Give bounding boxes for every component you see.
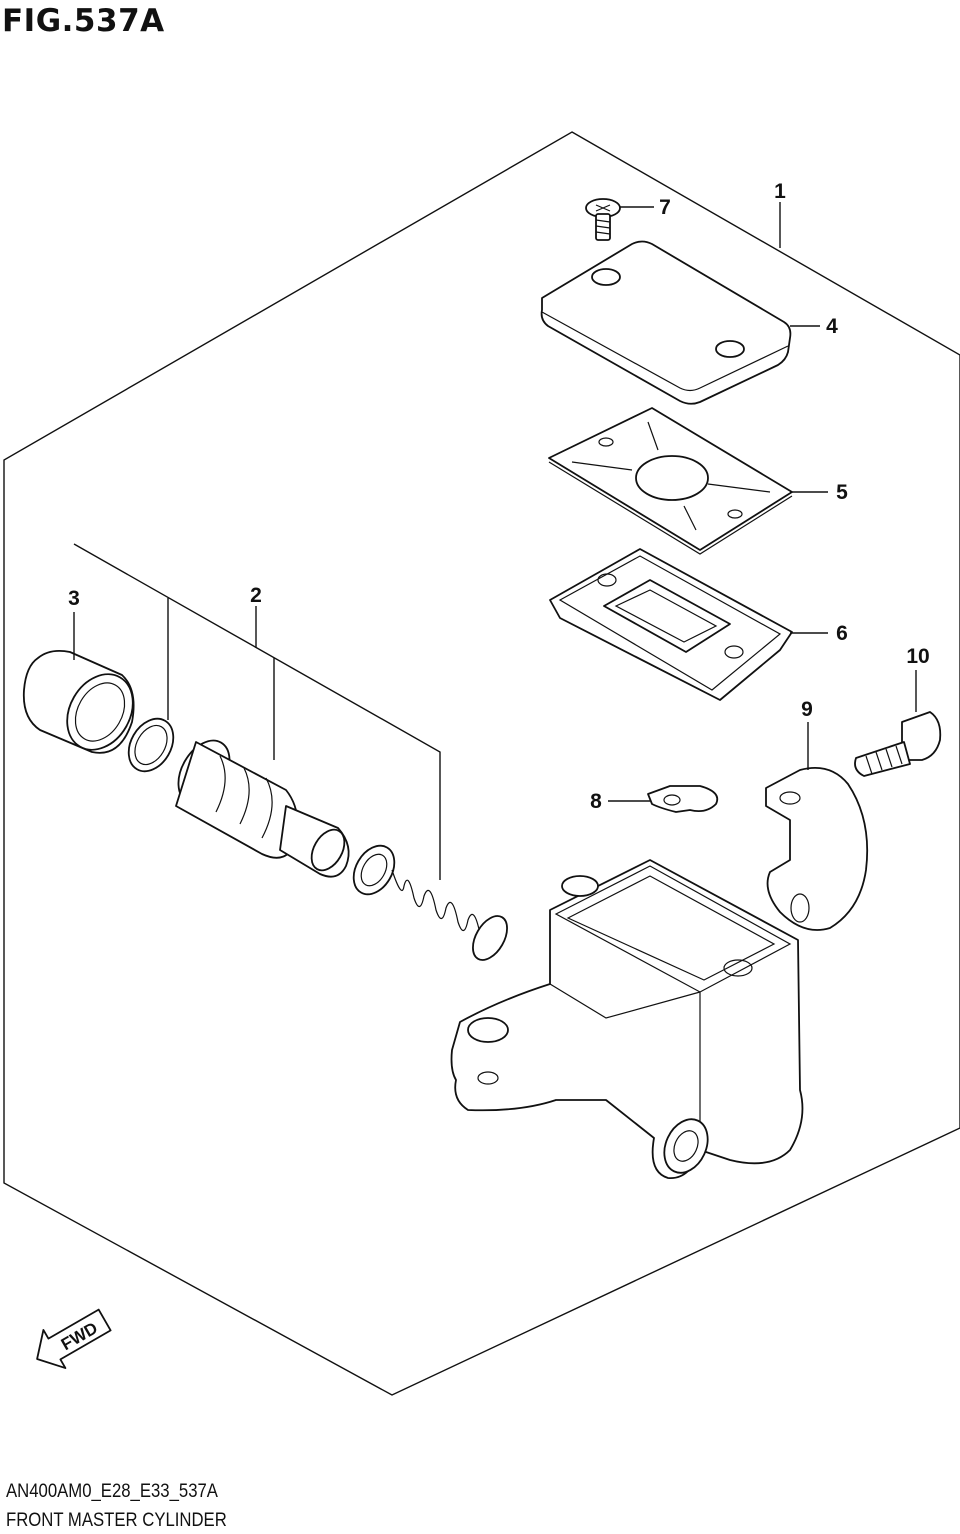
bolt-part-10 xyxy=(854,711,942,777)
forward-arrow-icon: FWD xyxy=(36,1308,112,1369)
callout-10: 10 xyxy=(906,645,929,668)
callout-5: 5 xyxy=(836,481,848,504)
leader-lines xyxy=(73,202,917,880)
diaphragm-part-6 xyxy=(549,548,793,701)
master-cylinder-body xyxy=(450,859,804,1179)
circlip-part-2 xyxy=(127,717,175,773)
callout-4: 4 xyxy=(826,315,838,338)
screw-part-7 xyxy=(585,198,621,241)
primary-cup-part-2 xyxy=(352,844,396,896)
boot-part-3 xyxy=(22,649,135,754)
piston-part-2 xyxy=(175,739,350,878)
reservoir-cap-part-4 xyxy=(540,240,792,405)
figure-name: FRONT MASTER CYLINDER xyxy=(6,1510,227,1531)
callout-6: 6 xyxy=(836,622,848,645)
nut-part-8 xyxy=(647,785,719,813)
figure-code: AN400AM0_E28_E33_537A xyxy=(6,1481,218,1502)
callout-7: 7 xyxy=(659,196,671,219)
return-spring-part-2 xyxy=(391,869,508,961)
callout-1: 1 xyxy=(774,180,786,203)
callout-2: 2 xyxy=(250,584,262,607)
callout-8: 8 xyxy=(590,790,602,813)
figure-title: FIG.537A xyxy=(2,3,165,39)
callout-9: 9 xyxy=(801,698,813,721)
callout-3: 3 xyxy=(68,587,80,610)
assembly-boundary xyxy=(3,131,960,1396)
clamp-part-9 xyxy=(765,766,869,931)
diaphragm-plate-part-5 xyxy=(548,407,793,555)
